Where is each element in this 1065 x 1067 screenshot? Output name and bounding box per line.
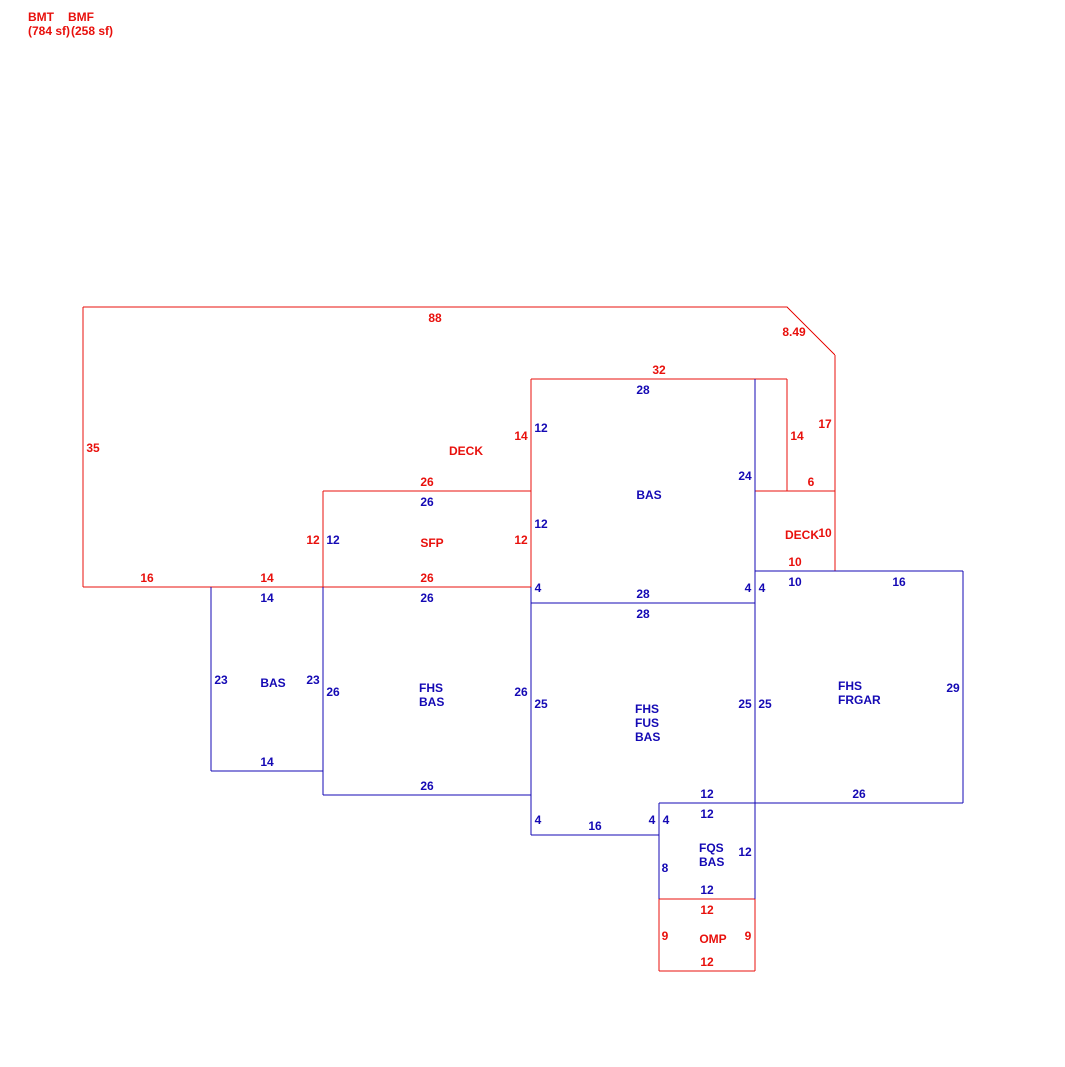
bas-label-1: BAS — [419, 695, 444, 709]
bas-label-3: BAS — [699, 855, 724, 869]
dim-8: 8 — [662, 861, 669, 875]
dim-14-bas-bottom: 14 — [260, 755, 274, 769]
sfp-label: SFP — [420, 536, 443, 550]
dim-12-bas-upper: 12 — [534, 421, 548, 435]
dim-10-bottom: 10 — [788, 555, 802, 569]
dim-12-fqs-top: 12 — [700, 807, 714, 821]
dim-12-fqs-bottom: 12 — [700, 883, 714, 897]
dim-16-deck: 16 — [140, 571, 154, 585]
dim-28-bas-bottom: 28 — [636, 587, 650, 601]
dim-10-garage: 10 — [788, 575, 802, 589]
dim-12-omp-top: 12 — [700, 903, 714, 917]
dim-4-notch-left: 4 — [649, 813, 656, 827]
bmf-area: (258 sf) — [71, 24, 113, 38]
dim-14-deck: 14 — [514, 429, 528, 443]
dim-12-fqs-outer-top: 12 — [700, 787, 714, 801]
fus-label-2: FUS — [635, 716, 659, 730]
dim-26-sfp-top: 26 — [420, 475, 434, 489]
bas-label-2: BAS — [635, 730, 660, 744]
dim-24: 24 — [738, 469, 752, 483]
red-outline — [82, 306, 836, 972]
blue-outline — [210, 379, 964, 899]
dim-12-fqs-right: 12 — [738, 845, 752, 859]
dim-16-center-bottom: 16 — [588, 819, 602, 833]
dim-4-bas-right: 4 — [745, 581, 752, 595]
dim-12-sfp-left: 12 — [306, 533, 320, 547]
dim-26-fhs-top: 26 — [420, 591, 434, 605]
fhs-label-1: FHS — [419, 681, 443, 695]
dim-29: 29 — [946, 681, 960, 695]
dim-16-garage: 16 — [892, 575, 906, 589]
bmf-label: BMF — [68, 10, 94, 24]
dim-25-garage-left: 25 — [758, 697, 772, 711]
dim-26-fhs-right: 26 — [514, 685, 528, 699]
dim-10-right: 10 — [818, 526, 832, 540]
dim-26-fhs-left: 26 — [326, 685, 340, 699]
dim-25-center-right: 25 — [738, 697, 752, 711]
dim-26-garage-bottom: 26 — [852, 787, 866, 801]
deck-diagonal-edge — [786, 306, 836, 356]
omp-label: OMP — [699, 932, 726, 946]
dim-9-omp-left: 9 — [662, 929, 669, 943]
dim-14-deck-bottom: 14 — [260, 571, 274, 585]
dim-28-fhs-top: 28 — [636, 607, 650, 621]
dim-26-sfp-bottom: 26 — [420, 571, 434, 585]
dim-23-right: 23 — [306, 673, 320, 687]
dim-4-garage: 4 — [759, 581, 766, 595]
dim-12-sfp-right: 12 — [514, 533, 528, 547]
bas-center-label: BAS — [636, 488, 661, 502]
dim-12-sfp-inner-left: 12 — [326, 533, 340, 547]
dim-4-center-bottom: 4 — [535, 813, 542, 827]
dim-4-fqs-left: 4 — [663, 813, 670, 827]
deck-right-label: DECK — [785, 528, 819, 542]
deck-top-label: DECK — [449, 444, 483, 458]
dim-14-right: 14 — [790, 429, 804, 443]
dim-8-49: 8.49 — [782, 325, 806, 339]
dim-14-bas-top: 14 — [260, 591, 274, 605]
dim-23-left: 23 — [214, 673, 228, 687]
frgar-label: FRGAR — [838, 693, 881, 707]
dim-4-bas-left: 4 — [535, 581, 542, 595]
dim-17: 17 — [818, 417, 832, 431]
bmt-label: BMT — [28, 10, 55, 24]
dim-32: 32 — [652, 363, 666, 377]
fhs-label-2: FHS — [635, 702, 659, 716]
bas-left-label: BAS — [260, 676, 285, 690]
dim-25-center-left: 25 — [534, 697, 548, 711]
dim-9-omp-right: 9 — [745, 929, 752, 943]
dim-12-omp-bottom: 12 — [700, 955, 714, 969]
dim-6: 6 — [808, 475, 815, 489]
fhs-label-3: FHS — [838, 679, 862, 693]
dim-26-fhs-bottom: 26 — [420, 779, 434, 793]
dim-12-bas-lower: 12 — [534, 517, 548, 531]
dim-26-sfp-inner-top: 26 — [420, 495, 434, 509]
dim-35: 35 — [86, 441, 100, 455]
fqs-label: FQS — [699, 841, 724, 855]
dim-88: 88 — [428, 311, 442, 325]
bmt-area: (784 sf) — [28, 24, 70, 38]
dim-28-bas-top: 28 — [636, 383, 650, 397]
